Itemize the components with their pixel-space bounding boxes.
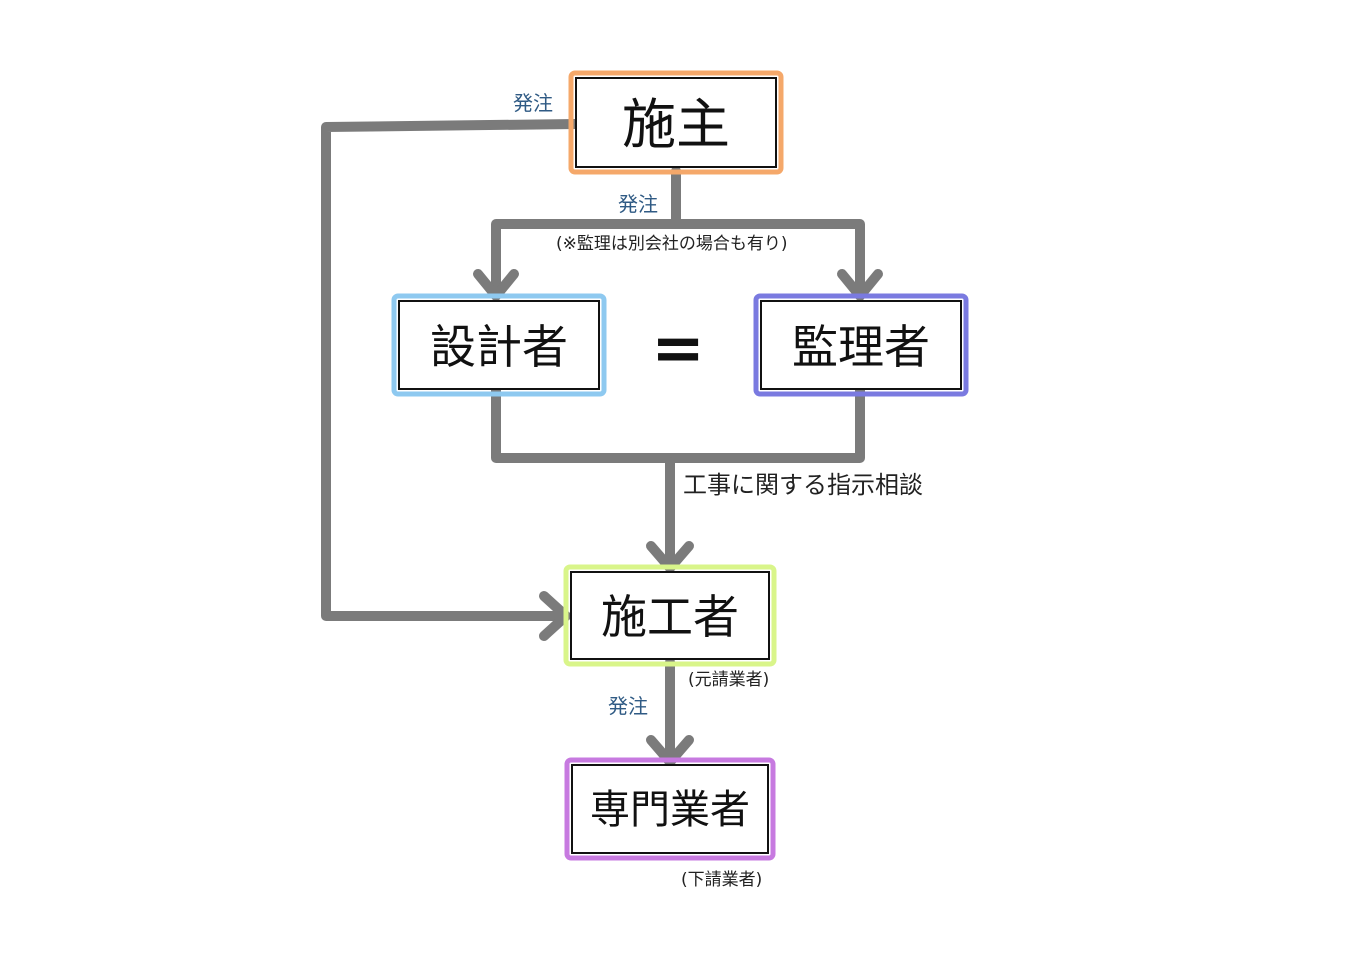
connectors — [321, 119, 883, 767]
designer-box-inner — [398, 300, 600, 390]
specialist-label: 専門業者 — [590, 787, 750, 833]
owner-branch-line — [491, 219, 865, 297]
instruction-label: 工事に関する指示相談 — [683, 471, 923, 499]
contractor-to-specialist-label: 発注 — [608, 694, 648, 718]
supervisor-node: 監理者 — [753, 293, 969, 397]
contractor-node: 施工者 — [563, 564, 777, 667]
owner-node: 施主 — [568, 70, 784, 175]
contractor-box-inner — [570, 571, 770, 660]
designer-label: 設計者 — [430, 320, 568, 374]
designer-box-outer — [391, 293, 607, 397]
owner-box-inner — [575, 77, 777, 168]
owner-to-design-label: 発注 — [618, 192, 658, 216]
specialist-node: 専門業者 — [564, 757, 776, 861]
supervisor-label: 監理者 — [792, 320, 930, 374]
designer-node: 設計者 — [391, 293, 607, 397]
supervisor-box-inner — [760, 300, 962, 390]
specialist-sub-label: (下請業者) — [681, 870, 762, 890]
specialist-box-outer — [564, 757, 776, 861]
specialist-box-inner — [571, 764, 769, 854]
owner-label: 施主 — [622, 93, 730, 156]
contractor-label: 施工者 — [601, 590, 739, 644]
owner-to-contractor-line — [321, 119, 581, 621]
supervisor-box-outer — [753, 293, 969, 397]
equals-sign: = — [651, 312, 705, 386]
contractor-box-outer — [563, 564, 777, 667]
supervision-note: (※監理は別会社の場合も有り) — [556, 234, 788, 254]
owner-to-contractor-label: 発注 — [513, 91, 553, 115]
contractor-sub-label: (元請業者) — [688, 670, 769, 690]
design-merge-line — [491, 385, 865, 463]
owner-box-outer — [568, 70, 784, 175]
